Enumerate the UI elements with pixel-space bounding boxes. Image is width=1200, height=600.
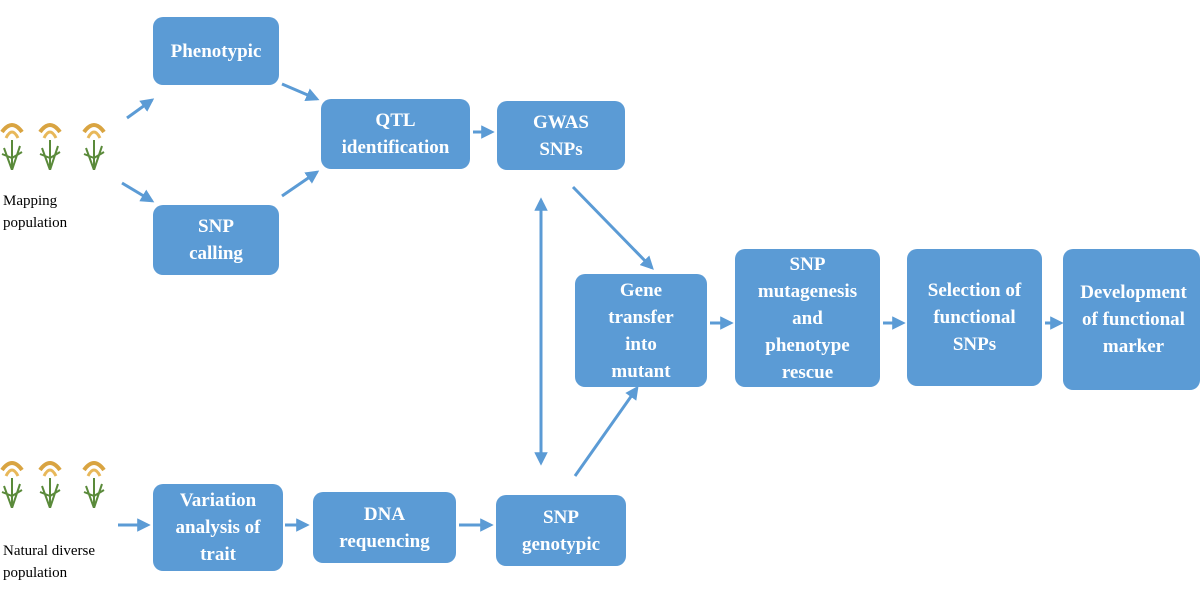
node-phenotypic-label: Phenotypic [170, 40, 262, 62]
mapping-population-label: Mapping population [3, 193, 68, 231]
node-variation-label: Variation analysis of trait [175, 490, 261, 565]
arrow-mapping-to-snp-calling [121, 181, 155, 203]
natural-population-label: Natural diverse population [3, 543, 96, 581]
node-qtl-label: QTL identification [341, 110, 450, 158]
rice-plant-icon [38, 461, 62, 508]
node-selection-label: Selection of functional SNPs [927, 280, 1022, 355]
arrow-snp-genotypic-to-gene-transfer [573, 385, 639, 477]
node-development-label: Development of functional marker [1080, 282, 1187, 357]
node-snp-mutagenesis: SNP mutagenesis and phenotype rescue [735, 249, 880, 387]
node-snp-mutagenesis-label: SNP mutagenesis and phenotype rescue [757, 253, 858, 383]
arrow-gwas-to-gene-transfer [571, 185, 654, 270]
node-gwas-label: GWAS SNPs [533, 111, 589, 160]
node-snp-calling: SNP calling [153, 205, 279, 275]
node-snp-calling-label: SNP calling [189, 216, 243, 264]
node-gene-transfer: Gene transfer into mutant [575, 274, 707, 387]
rice-plant-icon [82, 123, 106, 170]
node-gwas-snps: GWAS SNPs [497, 101, 625, 170]
node-dna-label: DNA requencing [339, 503, 430, 552]
arrow-phenotypic-to-qtl [281, 82, 320, 101]
rice-plant-icon [0, 461, 106, 508]
rice-plant-icon [0, 123, 106, 170]
node-phenotypic: Phenotypic [153, 17, 279, 85]
node-qtl-identification: QTL identification [321, 99, 470, 169]
node-selection-functional-snps: Selection of functional SNPs [907, 249, 1042, 386]
node-dna-sequencing: DNA requencing [313, 492, 456, 563]
arrow-snp-calling-to-qtl [281, 170, 320, 198]
node-variation-analysis: Variation analysis of trait [153, 484, 283, 571]
node-snp-genotypic: SNP genotypic [496, 495, 626, 566]
rice-plant-icon [38, 123, 62, 170]
rice-plant-icon [0, 123, 24, 170]
node-snp-genotypic-label: SNP genotypic [521, 506, 601, 555]
rice-plant-icon [0, 461, 24, 508]
rice-plant-icon [82, 461, 106, 508]
arrow-mapping-to-phenotypic [126, 98, 155, 120]
node-gene-transfer-label: Gene transfer into mutant [608, 279, 674, 382]
node-development-functional-marker: Development of functional marker [1063, 249, 1200, 390]
